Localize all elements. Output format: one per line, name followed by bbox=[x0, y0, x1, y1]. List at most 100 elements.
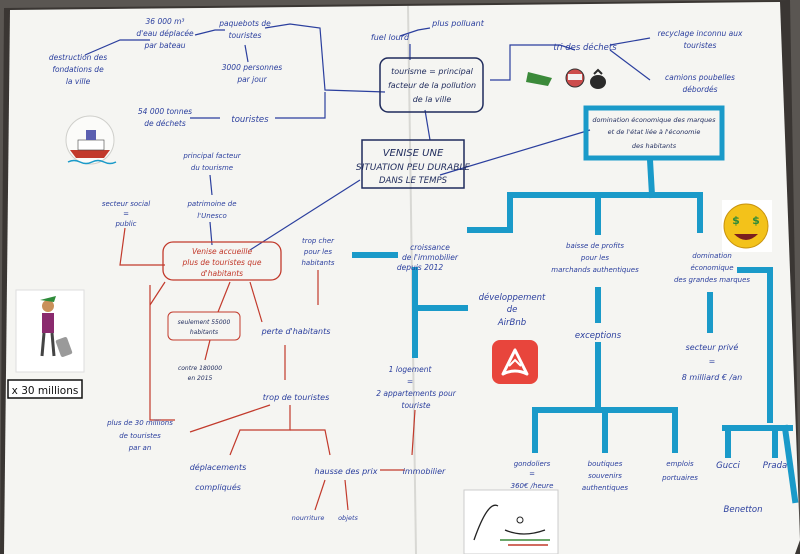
cyan-marker-tree bbox=[352, 156, 799, 504]
money-eyes-emoji-icon: $ $ bbox=[722, 200, 772, 252]
trop-touristes-label: trop de touristes bbox=[263, 393, 330, 402]
principal-line-1: principal facteur bbox=[182, 152, 241, 160]
hausse-label: hausse des prix bbox=[315, 467, 378, 476]
domination-line-2: et de l'état liée à l'économie bbox=[608, 128, 701, 136]
recyclage-line-1: recyclage inconnu aux bbox=[658, 29, 743, 38]
developpement-line-3: AirBnb bbox=[497, 318, 526, 328]
population-group: seulement 55000 habitants contre 180000 … bbox=[178, 319, 231, 382]
croissance-line-1: croissance bbox=[410, 243, 450, 252]
domination-marques-line-1: domination bbox=[692, 252, 732, 260]
tourisme-text: tourisme = principal facteur de la pollu… bbox=[388, 67, 476, 104]
personnes-line-2: par jour bbox=[236, 75, 267, 84]
paquebots-line-1: paquebots de bbox=[218, 19, 271, 28]
logement-line-4: touriste bbox=[402, 401, 431, 410]
seulement-line-1: seulement 55000 bbox=[178, 319, 231, 326]
svg-text:$: $ bbox=[752, 214, 760, 227]
tourisme-line-1: tourisme = principal bbox=[391, 67, 474, 76]
boutiques-line-2: souvenirs bbox=[588, 472, 622, 480]
developpement-line-1: développement bbox=[479, 292, 546, 303]
top-right-group: tri des déchets recyclage inconnu aux to… bbox=[553, 29, 743, 94]
gondoliers-line-1: gondoliers bbox=[514, 460, 551, 468]
blue-connectors bbox=[84, 23, 651, 251]
immobilier-label: immobilier bbox=[403, 467, 446, 476]
secteur-social-line-1: secteur social bbox=[102, 200, 150, 208]
exceptions-label: exceptions bbox=[575, 331, 622, 341]
tourisme-line-3: de la ville bbox=[413, 95, 452, 104]
trop-cher-line-2: pour les bbox=[303, 248, 333, 256]
paquebots-line-2: touristes bbox=[229, 31, 262, 40]
tourisme-box bbox=[379, 57, 484, 113]
principal-line-2: du tourisme bbox=[191, 164, 233, 172]
tourisme-line-2: facteur de la pollution bbox=[388, 81, 476, 90]
destruction-line-2: fondations de bbox=[52, 65, 104, 74]
venise-line-2: plus de touristes que bbox=[182, 258, 262, 267]
center-line-3: DANS LE TEMPS bbox=[379, 176, 448, 186]
boutiques-line-3: authentiques bbox=[582, 484, 629, 492]
domination-text: domination économique des marques et de … bbox=[592, 116, 716, 150]
contre-line-2: en 2015 bbox=[188, 375, 213, 382]
venise-line-3: d'habitants bbox=[201, 269, 243, 278]
tonnes-line-2: de déchets bbox=[144, 119, 186, 128]
center-line-2: SITUATION PEU DURABLE bbox=[356, 163, 470, 173]
nourriture-label: nourriture bbox=[292, 514, 325, 522]
domination-box bbox=[583, 105, 725, 161]
gondoliers-line-2: = bbox=[529, 470, 535, 478]
logement-line-1: 1 logement bbox=[389, 365, 433, 374]
domination-marques-line-3: des grandes marques bbox=[674, 276, 750, 284]
plus30-line-2: de touristes bbox=[119, 432, 161, 440]
tonnes-line-1: 54 000 tonnes bbox=[138, 107, 192, 116]
deplacements-line-1: déplacements bbox=[190, 462, 247, 472]
airbnb-logo-icon bbox=[492, 340, 538, 384]
center-box bbox=[361, 139, 465, 189]
domination-line-3: des habitants bbox=[632, 142, 677, 150]
venise-line-1: Venise accueille bbox=[192, 247, 253, 256]
domination-line-1: domination économique des marques bbox=[592, 116, 716, 124]
gucci-label: Gucci bbox=[716, 461, 740, 471]
camions-line-1: camions poubelles bbox=[665, 73, 735, 82]
croissance-line-3: depuis 2012 bbox=[397, 263, 444, 272]
camions-line-2: débordés bbox=[682, 85, 717, 94]
tourist-with-suitcase-icon bbox=[40, 296, 73, 357]
patrimoine-line-1: patrimoine de bbox=[186, 200, 236, 208]
domination-marques-line-2: économique bbox=[690, 264, 733, 272]
secteur-prive-line-2: = bbox=[709, 357, 716, 366]
benetton-label: Benetton bbox=[724, 505, 763, 515]
plus-polluant-label: plus polluant bbox=[431, 19, 485, 28]
touristes-label: touristes bbox=[231, 115, 269, 125]
baisse-line-2: pour les bbox=[580, 254, 610, 262]
destruction-line-3: la ville bbox=[66, 77, 91, 86]
secteur-prive-line-1: secteur privé bbox=[686, 342, 739, 352]
plus30-line-1: plus de 30 millions bbox=[106, 419, 173, 427]
croissance-line-2: de l'immobilier bbox=[402, 253, 459, 262]
logement-line-2: = bbox=[407, 377, 413, 386]
gondola-drawing-icon bbox=[463, 489, 559, 554]
middle-branch-group: croissance de l'immobilier depuis 2012 d… bbox=[376, 243, 546, 410]
m3-line-2: d'eau déplacée bbox=[136, 29, 194, 38]
tri-label: tri des déchets bbox=[553, 42, 617, 53]
deplacements-line-2: compliqués bbox=[195, 482, 241, 492]
logement-line-3: 2 appartements pour bbox=[376, 389, 457, 398]
plus30-line-3: par an bbox=[128, 444, 152, 452]
paper-sheet bbox=[4, 2, 800, 554]
center-text: VENISE UNE SITUATION PEU DURABLE DANS LE… bbox=[356, 148, 470, 186]
seulement-line-2: habitants bbox=[190, 329, 218, 336]
boutiques-line-1: boutiques bbox=[588, 460, 623, 468]
trop-cher-line-3: habitants bbox=[302, 259, 335, 267]
top-left-group: destruction des fondations de la ville 3… bbox=[49, 17, 485, 128]
baisse-line-1: baisse de profits bbox=[566, 242, 624, 250]
secteur-social-line-2: = bbox=[123, 210, 129, 218]
seulement-box bbox=[167, 311, 241, 341]
venise-text: Venise accueille plus de touristes que d… bbox=[182, 247, 262, 278]
svg-text:$: $ bbox=[732, 214, 740, 227]
perte-label: perte d'habitants bbox=[261, 327, 331, 336]
contre-line-1: contre 180000 bbox=[178, 365, 222, 372]
patrimoine-line-2: l'Unesco bbox=[197, 212, 227, 220]
m3-line-3: par bateau bbox=[143, 41, 185, 50]
venise-box bbox=[162, 241, 282, 281]
trop-cher-line-1: trop cher bbox=[302, 237, 335, 245]
center-line-1: VENISE UNE bbox=[383, 148, 444, 159]
left-lower-group: perte d'habitants trop de touristes plus… bbox=[106, 327, 446, 522]
secteur-prive-line-3: 8 milliard € /an bbox=[682, 373, 742, 382]
destruction-line-1: destruction des bbox=[49, 53, 107, 62]
red-connectors bbox=[119, 227, 416, 511]
